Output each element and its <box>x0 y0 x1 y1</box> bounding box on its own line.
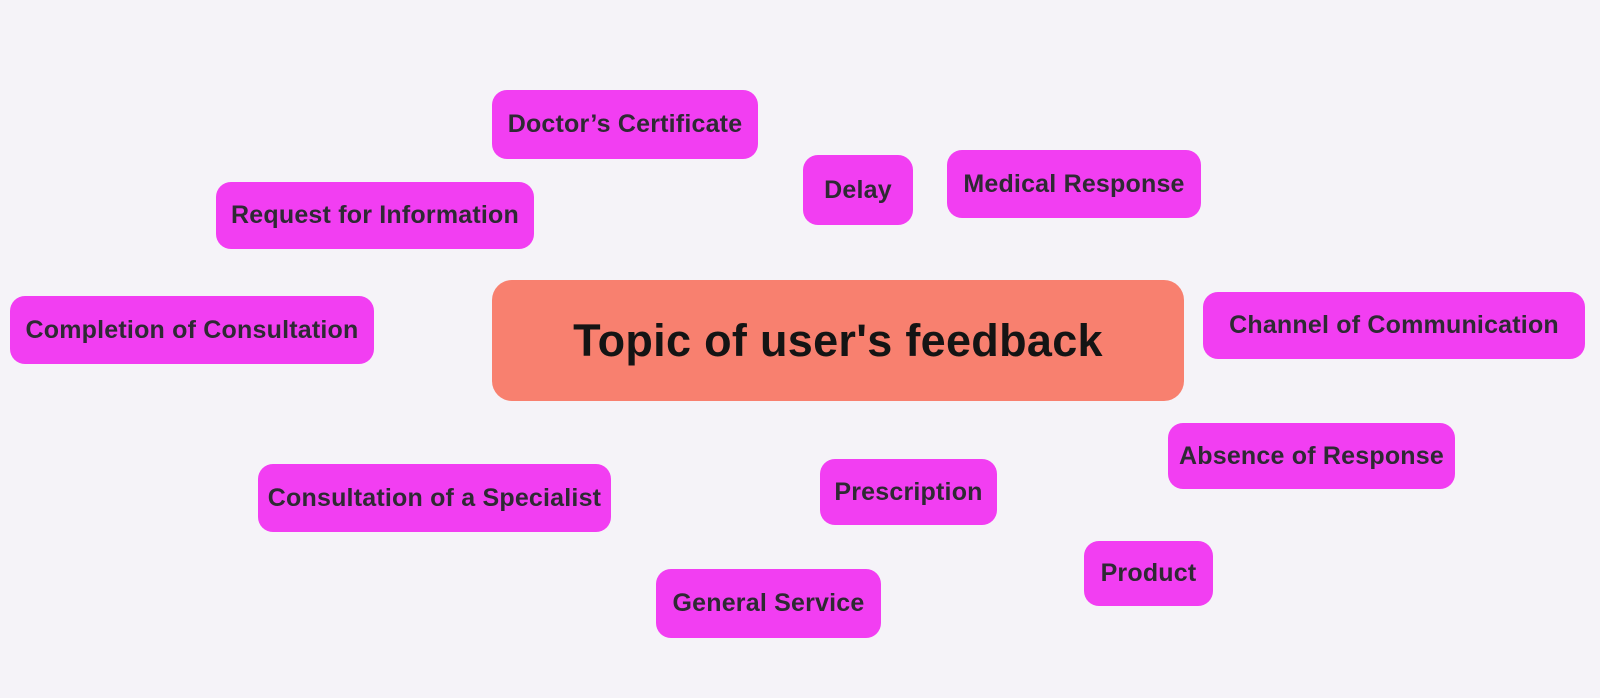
mindmap-node-channel-of-communication[interactable]: Channel of Communication <box>1203 292 1585 359</box>
mindmap-node-delay[interactable]: Delay <box>803 155 913 225</box>
central-topic-node[interactable]: Topic of user's feedback <box>492 280 1184 401</box>
mindmap-node-consultation-of-a-specialist[interactable]: Consultation of a Specialist <box>258 464 611 532</box>
mindmap-node-absence-of-response[interactable]: Absence of Response <box>1168 423 1455 489</box>
node-label: Delay <box>824 175 892 204</box>
node-label: Topic of user's feedback <box>573 314 1103 366</box>
mindmap-node-doctor-s-certificate[interactable]: Doctor’s Certificate <box>492 90 758 159</box>
node-label: Channel of Communication <box>1229 311 1559 339</box>
node-label: Product <box>1100 559 1197 587</box>
node-label: Completion of Consultation <box>25 315 359 344</box>
mindmap-node-medical-response[interactable]: Medical Response <box>947 150 1201 218</box>
mindmap-node-completion-of-consultation[interactable]: Completion of Consultation <box>10 296 374 364</box>
mindmap-node-product[interactable]: Product <box>1084 541 1213 606</box>
mindmap-node-general-service[interactable]: General Service <box>656 569 881 638</box>
node-label: General Service <box>672 589 865 617</box>
node-label: Medical Response <box>963 169 1185 198</box>
node-label: Doctor’s Certificate <box>507 110 743 138</box>
mindmap-node-request-for-information[interactable]: Request for Information <box>216 182 534 249</box>
node-label: Prescription <box>834 477 983 506</box>
node-label: Consultation of a Specialist <box>267 483 602 512</box>
mindmap-node-prescription[interactable]: Prescription <box>820 459 997 525</box>
node-label: Absence of Response <box>1179 441 1444 470</box>
node-label: Request for Information <box>231 201 519 229</box>
